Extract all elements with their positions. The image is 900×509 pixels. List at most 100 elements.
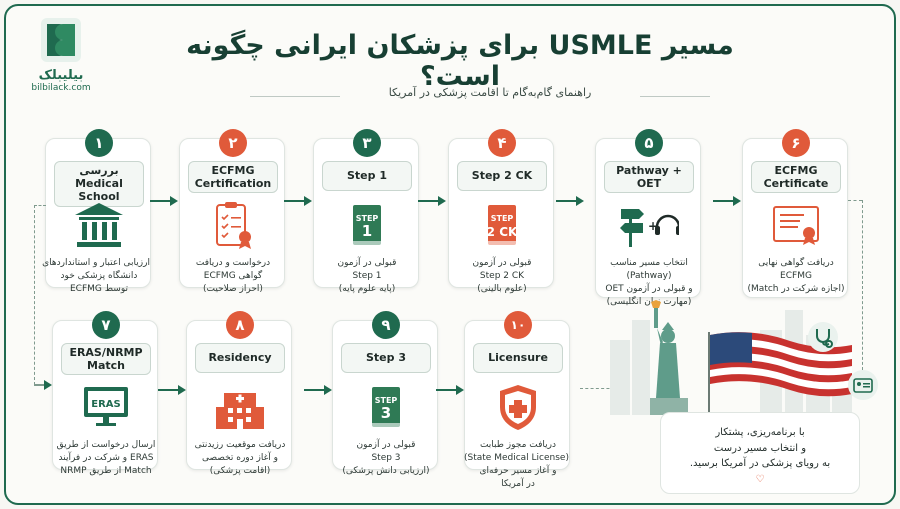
- step-description-line: Step 2 CK: [479, 271, 525, 282]
- step-description-line: و قبولی در آزمون OET: [605, 284, 693, 295]
- step-number: ۳: [353, 129, 381, 157]
- svg-text:1: 1: [362, 222, 372, 240]
- brand-name: بیلیبلک: [38, 68, 84, 83]
- step-description-line: ERAS و شرکت در فرآیند: [58, 453, 154, 464]
- step-label-line: Step 1: [347, 169, 387, 183]
- step-description-line: ارسال درخواست از طریق: [56, 440, 156, 450]
- diploma-certificate-icon: [766, 199, 826, 251]
- step-description-line: Step 3: [371, 453, 401, 464]
- final-message-box: با برنامه‌ریزی، پشتکار و انتخاب مسیر درس…: [660, 412, 860, 494]
- step-label: Step 1: [322, 161, 412, 191]
- step-label-line: Certification: [194, 177, 272, 191]
- step-number: ۱۰: [504, 311, 532, 339]
- step-number: ۵: [635, 129, 663, 157]
- arrow-8-9: [304, 385, 332, 395]
- medical-shield-icon: [488, 381, 548, 433]
- arrow-2-3: [284, 196, 312, 206]
- svg-text:ERAS: ERAS: [91, 399, 120, 410]
- arrow-3-4: [418, 196, 446, 206]
- step-description-line: قبولی در آزمون: [472, 258, 532, 268]
- step-description-line: گواهی ECFMG: [203, 271, 263, 282]
- svg-text:+: +: [648, 219, 658, 233]
- page-title: مسیر USMLE برای پزشکان ایرانی چگونه است؟: [186, 30, 734, 92]
- step-description-line: Match از طریق NRMP: [60, 466, 152, 477]
- svg-text:STEP: STEP: [375, 396, 398, 405]
- step-description-line: (اقامت پزشکی): [209, 466, 271, 477]
- step-description-line: قبولی در آزمون: [337, 258, 397, 268]
- step-description-line: انتخاب مسیر مناسب: [610, 258, 688, 268]
- usa-scene: [610, 300, 860, 415]
- step-label-line: ECFMG: [774, 164, 818, 177]
- arrow-1-2: [150, 196, 178, 206]
- dash-right-vertical: [862, 200, 863, 375]
- step-description-line: ECFMG: [780, 271, 812, 282]
- final-line-1: با برنامه‌ریزی، پشتکار: [715, 427, 805, 438]
- step-description-line: (State Medical License): [464, 453, 569, 464]
- step-label-line: Pathway + OET: [616, 164, 682, 191]
- step-label: Licensure: [473, 343, 563, 373]
- final-line-2: و انتخاب مسیر درست: [713, 442, 807, 454]
- step-label: Step 2 CK: [457, 161, 547, 191]
- arrow-4-5: [556, 196, 584, 206]
- step-description: ارسال درخواست از طریق ERAS و شرکت در فرآی…: [55, 439, 157, 478]
- step-number: ۸: [226, 311, 254, 339]
- statue-of-liberty-icon: [650, 300, 688, 415]
- subtitle-block: راهنمای گام‌به‌گام تا اقامت پزشکی در آمر…: [250, 86, 710, 104]
- final-line-3: به رویای پزشکی در آمریکا برسید.: [689, 458, 831, 469]
- brand-url: bilbilack.com: [31, 83, 91, 93]
- heart-icon: ♡: [755, 473, 765, 485]
- step-number: ۹: [372, 311, 400, 339]
- step-label-line: Step 2 CK: [471, 169, 533, 183]
- step-number: ۲: [219, 129, 247, 157]
- arrow-9-10: [436, 385, 464, 395]
- eras-monitor-icon: ERAS: [76, 381, 136, 433]
- arrow-into-7: [34, 380, 52, 390]
- brand-logo: بیلیبلک bilbilack.com: [26, 14, 96, 93]
- step-label-line: بررسی: [79, 164, 119, 177]
- university-building-icon: [69, 199, 129, 251]
- arrow-5-6: [713, 196, 741, 206]
- step-description-line: قبولی در آزمون: [356, 440, 416, 450]
- step-description-line: در آمریکا: [501, 479, 535, 490]
- step-description-line: (مهارت زبان انگلیسی): [606, 297, 692, 308]
- step-label: Step 3: [341, 343, 431, 373]
- step-label-line: Step 3: [366, 351, 406, 365]
- certificate-clipboard-icon: [203, 199, 263, 251]
- step-description-line: دریافت مجوز طبابت: [479, 440, 557, 450]
- step-description-line: و آغاز مسیر حرفه‌ای: [479, 466, 557, 477]
- step-description: قبولی در آزمون Step 1 (پایه علوم پایه): [316, 257, 418, 296]
- step-label-line: Licensure: [488, 351, 548, 365]
- step-description-line: Step 1: [352, 271, 382, 282]
- step-description-line: دانشگاه پزشکی خود: [60, 271, 138, 282]
- step-label: Residency: [195, 343, 285, 373]
- id-card-icon: [848, 370, 878, 400]
- step-label-line: ECFMG: [211, 164, 255, 177]
- step-number: ۴: [488, 129, 516, 157]
- dash-right-top: [848, 200, 862, 201]
- step-description-line: (علوم بالینی): [477, 284, 527, 295]
- svg-text:3: 3: [381, 404, 391, 422]
- step-description-line: توسط ECFMG: [70, 284, 128, 295]
- svg-text:STEP: STEP: [356, 214, 379, 223]
- step-description-line: (پایه علوم پایه): [338, 284, 396, 295]
- bilbilack-logo-icon: [41, 18, 81, 62]
- step-description-line: درخواست و دریافت: [195, 258, 271, 268]
